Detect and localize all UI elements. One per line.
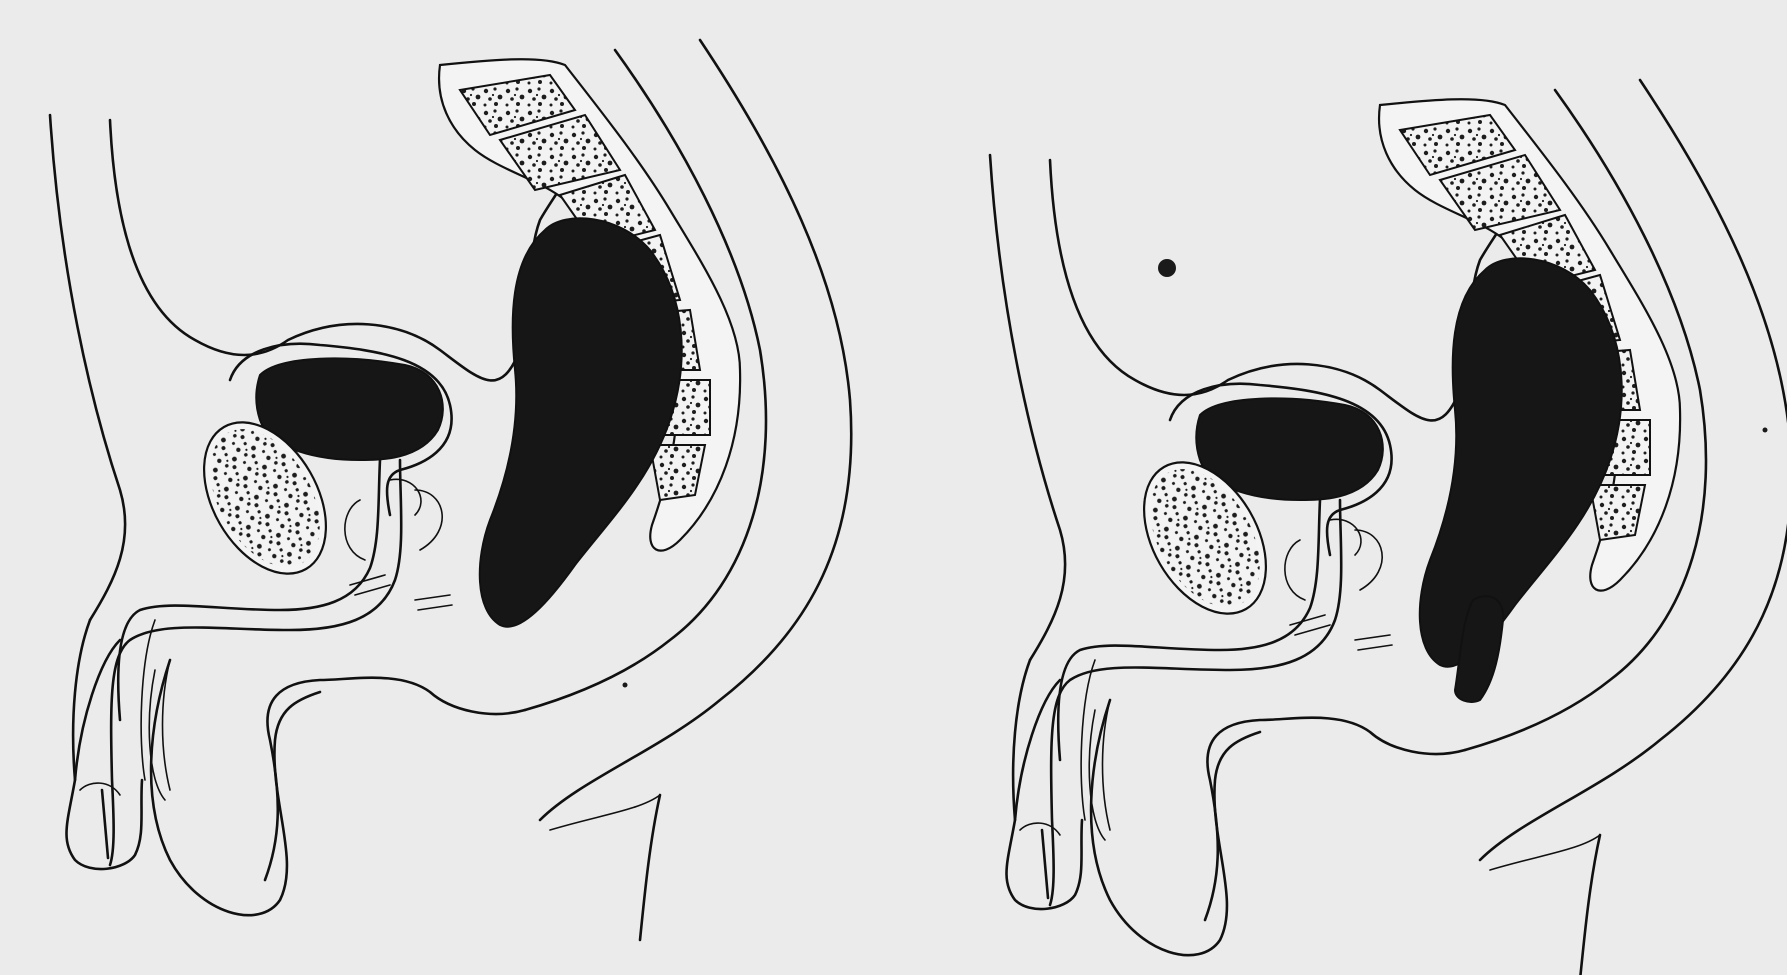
section-left <box>50 40 851 940</box>
section-right <box>990 80 1787 975</box>
ink-speck <box>1763 428 1768 433</box>
ink-speck <box>1158 259 1176 277</box>
ink-speck <box>623 683 628 688</box>
